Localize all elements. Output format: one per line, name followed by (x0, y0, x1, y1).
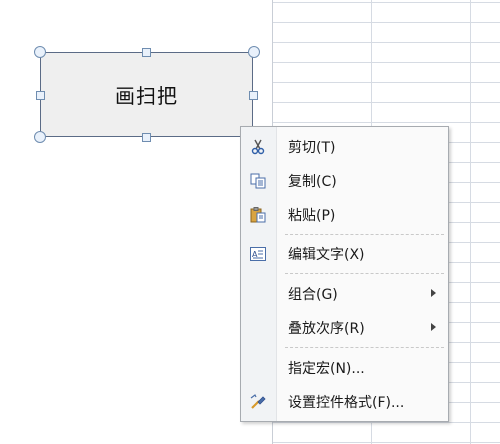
menu-item-group[interactable]: 组合(G) (241, 281, 448, 307)
menu-separator (285, 234, 444, 235)
menu-separator (285, 347, 444, 348)
submenu-arrow-icon (431, 323, 436, 331)
format-control-icon (249, 393, 267, 411)
menu-item-label: 组合(G) (288, 287, 338, 303)
resize-handle-top[interactable] (142, 48, 151, 57)
form-button-label: 画扫把 (115, 84, 178, 108)
menu-item-assign-macro[interactable]: 指定宏(N)... (241, 355, 448, 381)
form-button[interactable]: 画扫把 (40, 52, 253, 137)
resize-handle-bottom-left[interactable] (34, 131, 46, 143)
resize-handle-top-right[interactable] (248, 46, 260, 58)
menu-item-cut[interactable]: 剪切(T) (241, 134, 448, 160)
menu-item-paste[interactable]: 粘贴(P) (241, 202, 448, 228)
menu-item-order[interactable]: 叠放次序(R) (241, 315, 448, 341)
svg-text:A: A (252, 250, 258, 259)
menu-item-label: 剪切(T) (288, 140, 336, 156)
menu-item-copy[interactable]: 复制(C) (241, 168, 448, 194)
paste-icon (249, 206, 267, 224)
resize-handle-bottom[interactable] (142, 133, 151, 142)
menu-item-edit-text[interactable]: A 编辑文字(X) (241, 241, 448, 267)
context-menu: 剪切(T) 复制(C) 粘贴(P) (240, 126, 449, 422)
menu-item-label: 粘贴(P) (288, 208, 336, 224)
menu-item-label: 复制(C) (288, 174, 337, 190)
menu-item-label: 叠放次序(R) (288, 321, 365, 337)
menu-separator (285, 273, 444, 274)
menu-item-label: 编辑文字(X) (288, 247, 365, 263)
menu-item-format-control[interactable]: 设置控件格式(F)... (241, 389, 448, 415)
scissors-icon (249, 138, 267, 156)
menu-item-label: 指定宏(N)... (288, 361, 365, 377)
resize-handle-top-left[interactable] (34, 46, 46, 58)
submenu-arrow-icon (431, 289, 436, 297)
copy-icon (249, 172, 267, 190)
resize-handle-left[interactable] (36, 91, 45, 100)
menu-item-label: 设置控件格式(F)... (288, 395, 405, 411)
edit-text-icon: A (249, 245, 267, 263)
resize-handle-right[interactable] (249, 91, 258, 100)
